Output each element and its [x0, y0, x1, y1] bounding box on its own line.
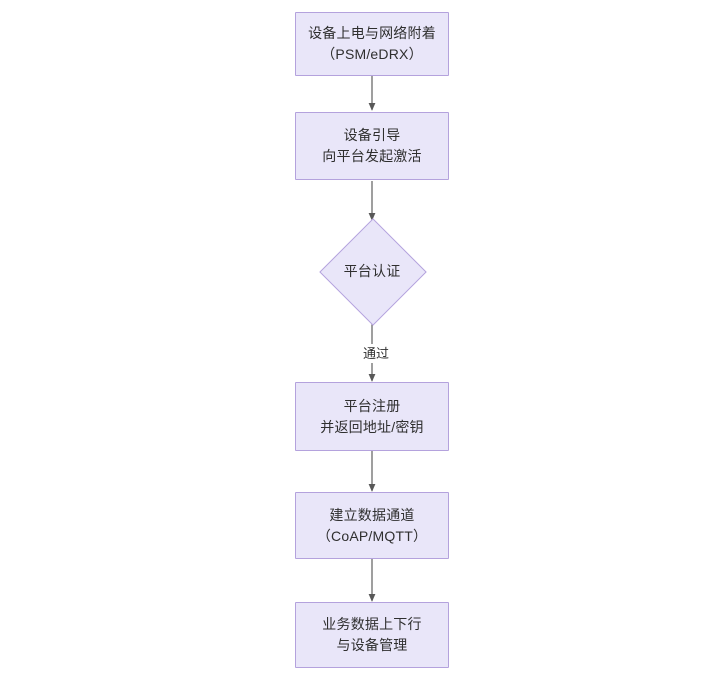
node-data-channel[interactable]: 建立数据通道 （CoAP/MQTT）: [295, 492, 449, 559]
node-platform-register[interactable]: 平台注册 并返回地址/密钥: [295, 382, 449, 451]
node-service-data[interactable]: 业务数据上下行 与设备管理: [295, 602, 449, 668]
node-data-channel-line-1: 建立数据通道: [329, 506, 415, 523]
node-data-channel-line-2: （CoAP/MQTT）: [316, 527, 428, 544]
edge-label-pass: 通过: [355, 344, 397, 363]
node-bootstrap-line-2: 向平台发起激活: [322, 148, 422, 164]
node-bootstrap-line-1: 设备引导: [343, 127, 401, 143]
node-power-on-line-1: 设备上电与网络附着: [308, 25, 436, 41]
node-platform-register-line-1: 平台注册: [343, 397, 401, 414]
node-service-data-line-1: 业务数据上下行: [322, 616, 422, 632]
node-power-on-line-2: （PSM/eDRX）: [321, 46, 423, 62]
node-power-on[interactable]: 设备上电与网络附着 （PSM/eDRX）: [295, 12, 449, 76]
node-platform-auth-label: 平台认证: [343, 262, 401, 279]
node-platform-register-line-2: 并返回地址/密钥: [320, 418, 424, 435]
node-platform-auth[interactable]: 平台认证: [317, 218, 427, 326]
node-service-data-line-2: 与设备管理: [336, 637, 408, 653]
node-bootstrap[interactable]: 设备引导 向平台发起激活: [295, 112, 449, 180]
